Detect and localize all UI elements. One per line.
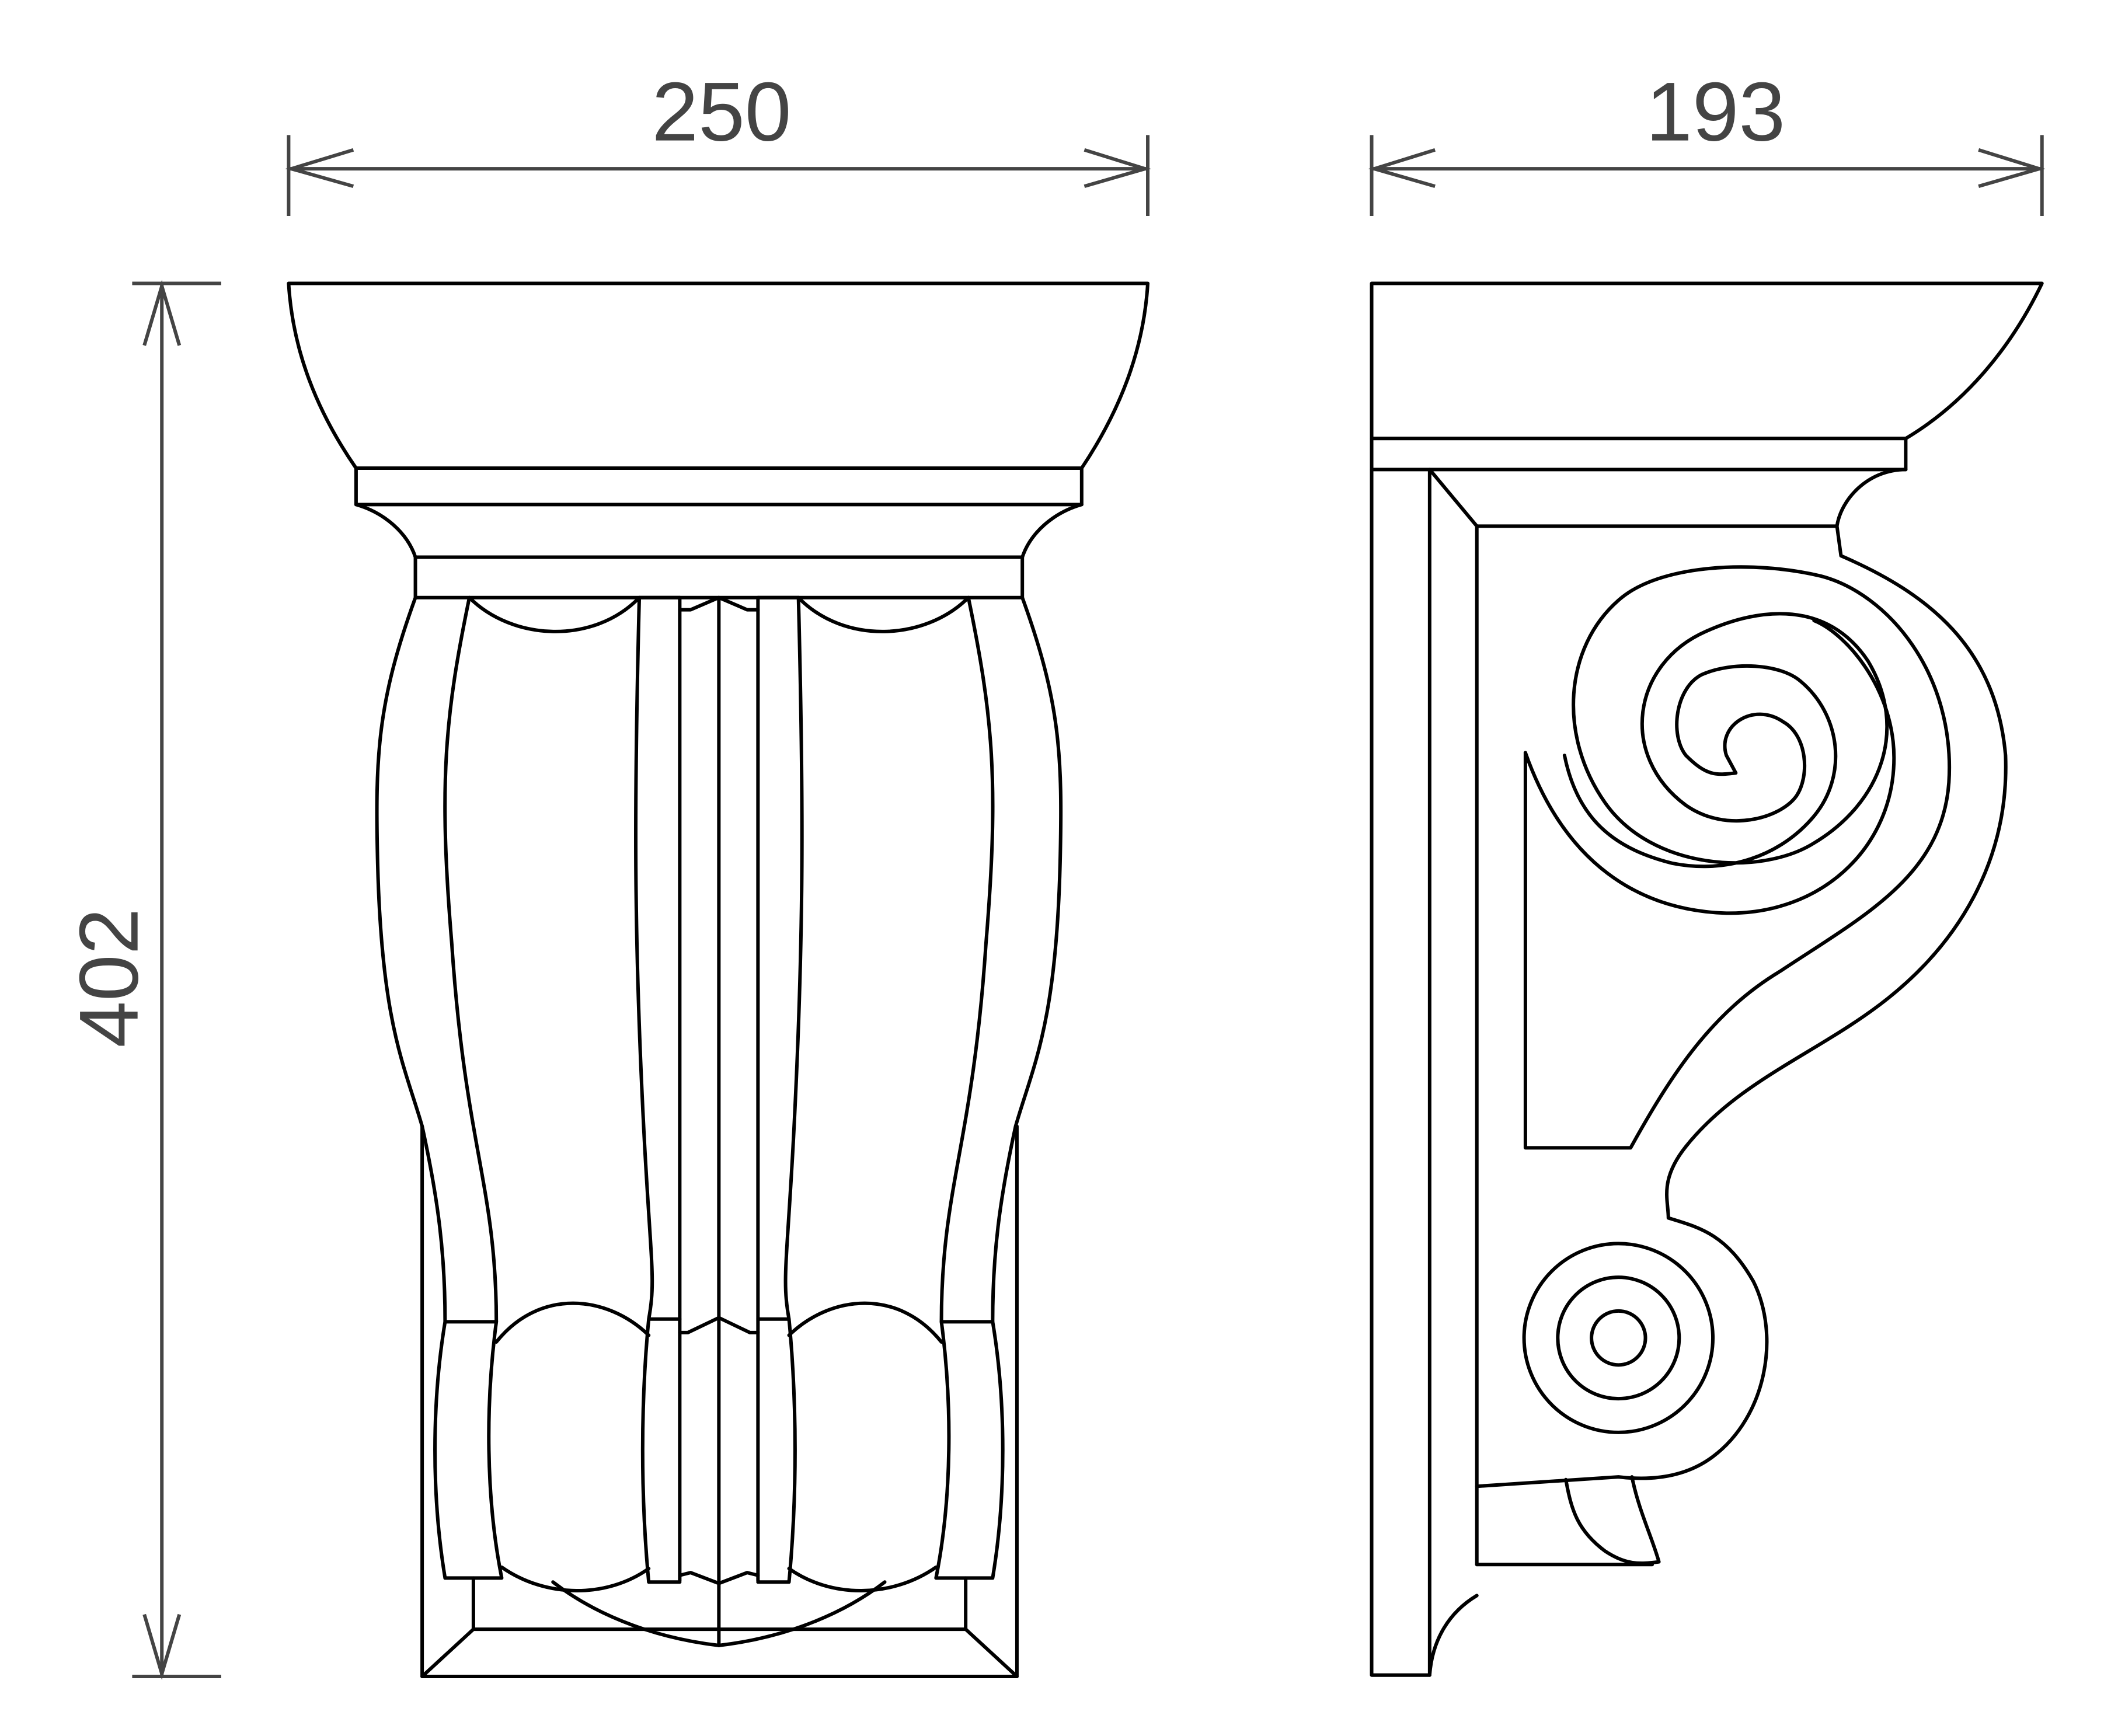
dimension-width: 250 (285, 65, 1151, 216)
rosette-middle (1556, 1275, 1681, 1401)
rosette-inner (1590, 1309, 1647, 1367)
dimension-height: 402 (62, 280, 221, 1680)
height-label: 402 (62, 908, 156, 1048)
depth-label: 193 (1646, 65, 1785, 159)
width-label: 250 (652, 65, 792, 159)
front-right-half (717, 595, 1063, 1647)
front-left-half (375, 595, 721, 1647)
rosette-outer (1522, 1242, 1715, 1434)
side-view (1370, 281, 2044, 1677)
front-view (287, 281, 1150, 1679)
dimension-depth: 193 (1368, 65, 2046, 216)
